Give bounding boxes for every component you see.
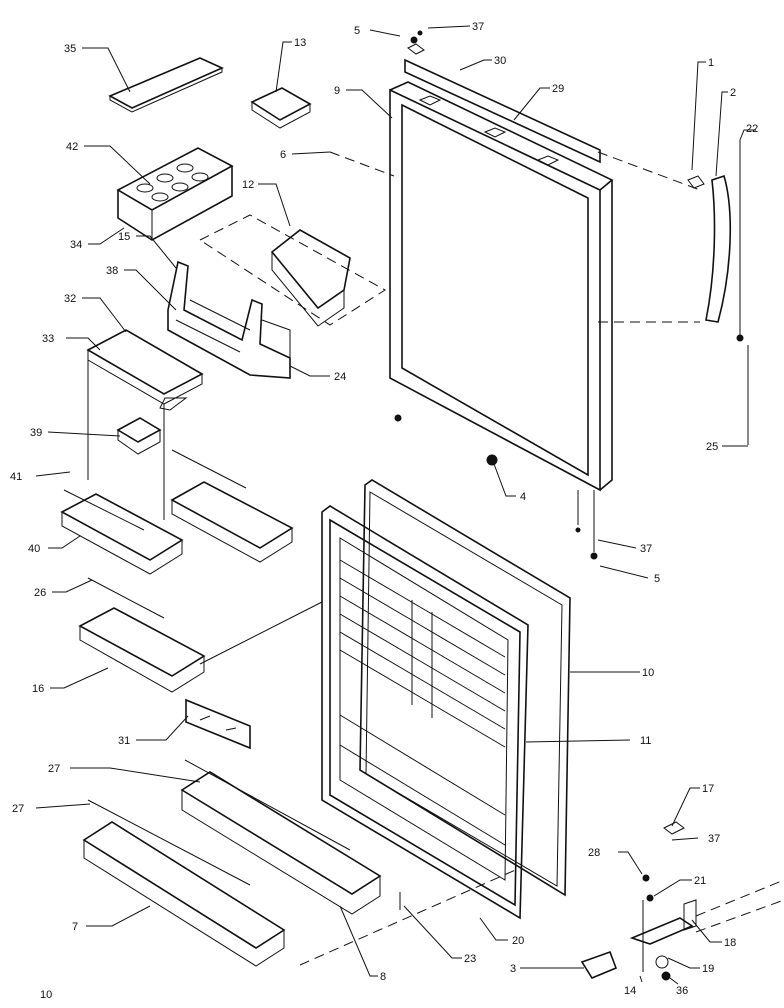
callout-39: 39 — [30, 427, 42, 439]
callout-1: 1 — [708, 57, 714, 69]
callout-10: 10 — [642, 667, 654, 679]
cabinet-liner — [321, 505, 529, 920]
liner-shelf-ribs — [339, 559, 506, 846]
handle-screws — [736, 140, 749, 445]
bottom-shelf-7 — [82, 799, 286, 967]
callout-27a: 27 — [48, 763, 60, 775]
callout-30: 30 — [494, 55, 506, 67]
callout-14: 14 — [624, 985, 636, 997]
callout-2: 2 — [730, 87, 736, 99]
door-shelf-lower — [78, 577, 323, 693]
callout-41: 41 — [10, 471, 22, 483]
callout-17: 17 — [702, 783, 714, 795]
hinge-parts — [580, 821, 784, 981]
callout-6: 6 — [280, 149, 286, 161]
callout-9: 9 — [334, 85, 340, 97]
callout-16: 16 — [32, 683, 44, 695]
callout-8: 8 — [380, 971, 386, 983]
callout-15: 15 — [118, 231, 130, 243]
callout-37-bottom: 37 — [708, 833, 720, 845]
callout-34: 34 — [70, 239, 82, 251]
callout-13: 13 — [294, 37, 306, 49]
callout-37-top: 37 — [472, 21, 484, 33]
part-callouts: 35 13 42 34 15 38 12 24 32 33 39 41 40 2… — [10, 21, 758, 997]
callout-33: 33 — [42, 333, 54, 345]
ice-maker-bracket — [167, 260, 291, 379]
door-handle — [597, 151, 732, 323]
callout-31: 31 — [118, 735, 130, 747]
callout-29: 29 — [552, 83, 564, 95]
butter-dish — [116, 417, 162, 455]
callout-5-top: 5 — [354, 25, 360, 37]
callout-26: 26 — [34, 587, 46, 599]
callout-22: 22 — [746, 123, 758, 135]
callout-5-bottom: 5 — [654, 573, 660, 585]
page-number: 10 — [40, 989, 52, 1001]
callout-19: 19 — [702, 963, 714, 975]
callout-28: 28 — [588, 847, 600, 859]
bottom-shelf-8 — [180, 759, 382, 915]
callout-42: 42 — [66, 141, 78, 153]
callout-37-mid: 37 — [640, 543, 652, 555]
door-gasket — [359, 479, 571, 897]
ice-bin — [198, 214, 386, 327]
dairy-door — [185, 698, 251, 750]
callout-35: 35 — [64, 43, 76, 55]
leader-lines — [35, 25, 756, 985]
callout-32: 32 — [64, 293, 76, 305]
callout-4: 4 — [520, 491, 526, 503]
callout-20: 20 — [512, 935, 524, 947]
callout-25: 25 — [706, 441, 718, 453]
callout-40: 40 — [28, 543, 40, 555]
callout-24: 24 — [334, 371, 346, 383]
callout-11: 11 — [640, 735, 651, 747]
ice-bucket-lid — [250, 87, 312, 129]
callout-36: 36 — [676, 985, 688, 997]
callout-12: 12 — [242, 179, 254, 191]
callout-21: 21 — [694, 875, 706, 887]
callout-27b: 27 — [12, 803, 24, 815]
door-top-cap — [404, 43, 601, 164]
crisper-frame — [87, 360, 165, 520]
callout-18: 18 — [724, 937, 736, 949]
callout-3: 3 — [510, 963, 516, 975]
door-frame — [389, 81, 614, 492]
door-screws — [329, 30, 598, 560]
crisper-cover — [86, 329, 204, 411]
small-screw-23 — [299, 867, 521, 966]
door-shelf-upper-left — [60, 489, 184, 575]
callout-23: 23 — [464, 953, 476, 965]
callout-7: 7 — [72, 921, 78, 933]
callout-38: 38 — [106, 265, 118, 277]
ice-tray — [116, 147, 234, 241]
ice-tray-cover — [108, 57, 224, 113]
door-shelf-upper-right — [170, 449, 294, 563]
